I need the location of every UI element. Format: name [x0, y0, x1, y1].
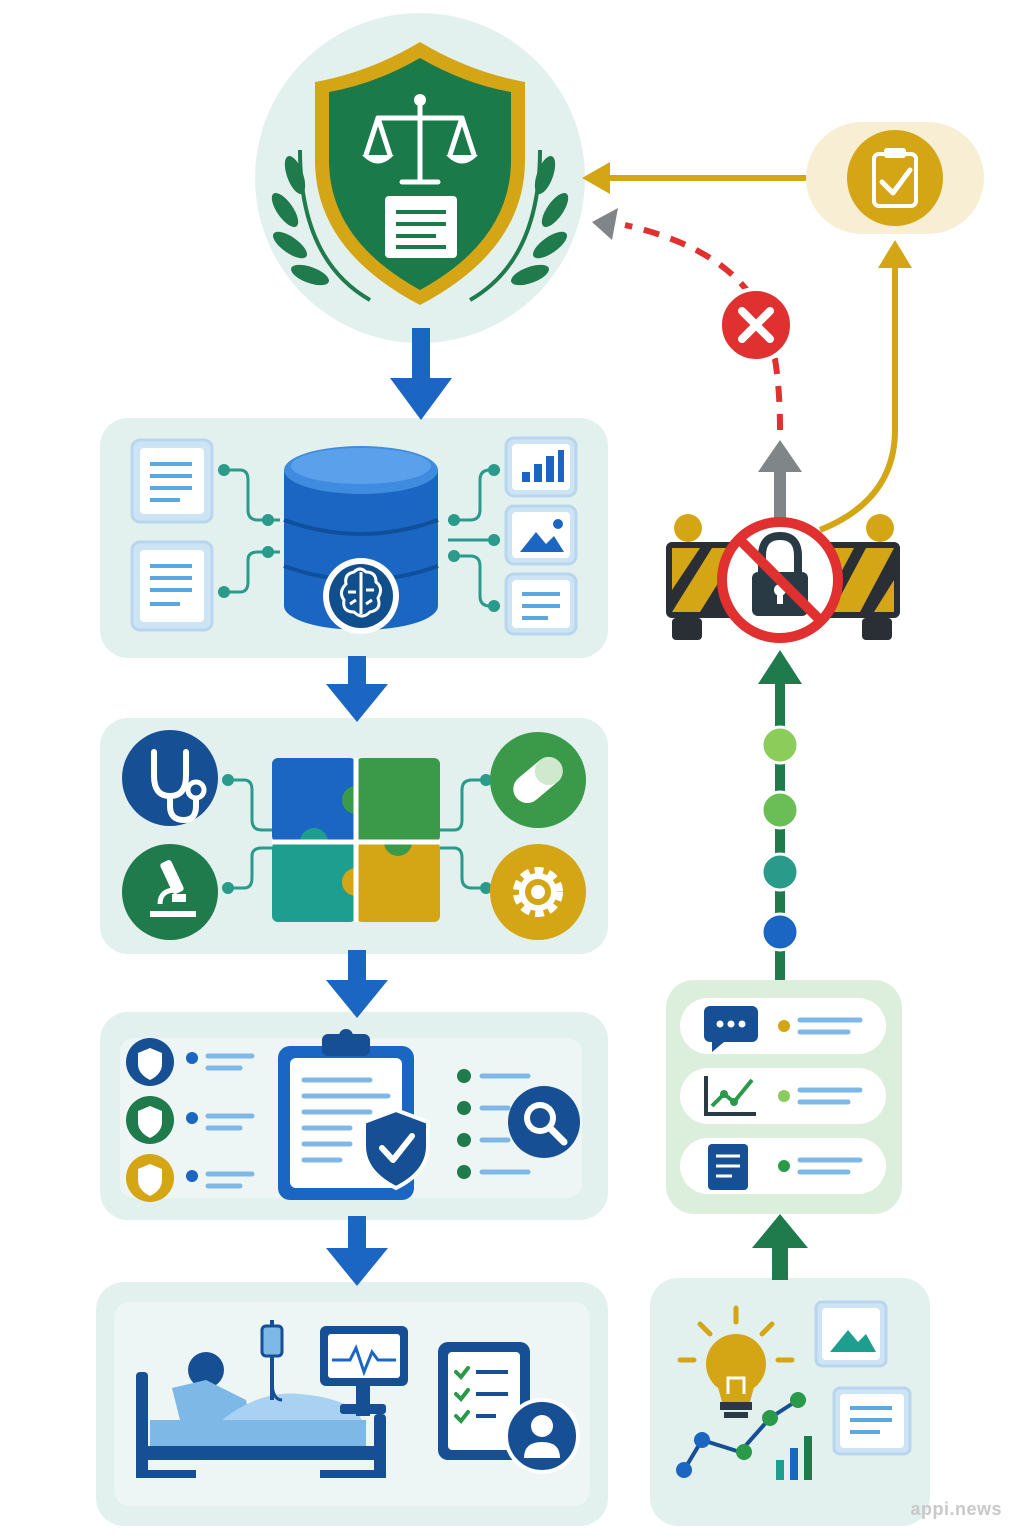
checklist-user-icon	[438, 1342, 580, 1474]
shield-badge-green	[126, 1096, 174, 1144]
clipboard-shield-icon	[278, 1029, 430, 1200]
puzzle-icon	[272, 758, 440, 922]
pill-icon	[490, 732, 586, 828]
shield-badge-gold	[126, 1154, 174, 1202]
microscope-icon	[122, 844, 218, 940]
insight-chart	[676, 1392, 812, 1480]
stethoscope-icon	[122, 730, 218, 826]
hospital-bed-icon	[136, 1320, 386, 1478]
watermark: appi.news	[910, 1499, 1002, 1519]
image-card-icon	[814, 1300, 888, 1368]
gear-icon	[490, 844, 586, 940]
cross-icon	[718, 287, 794, 363]
report-card-icon	[832, 1386, 912, 1456]
lightbulb-icon	[677, 1305, 795, 1418]
chat-icon	[680, 998, 886, 1054]
clipboard-check-icon	[806, 122, 984, 234]
shield-scales-icon	[255, 13, 585, 343]
database-brain-icon	[130, 436, 578, 636]
magnifier-icon	[508, 1086, 580, 1158]
line-chart-icon	[680, 1068, 886, 1124]
monitor-icon	[320, 1326, 408, 1416]
padlock-prohibited-icon	[666, 514, 900, 643]
shield-badge-blue	[126, 1038, 174, 1086]
document-icon	[680, 1138, 886, 1194]
